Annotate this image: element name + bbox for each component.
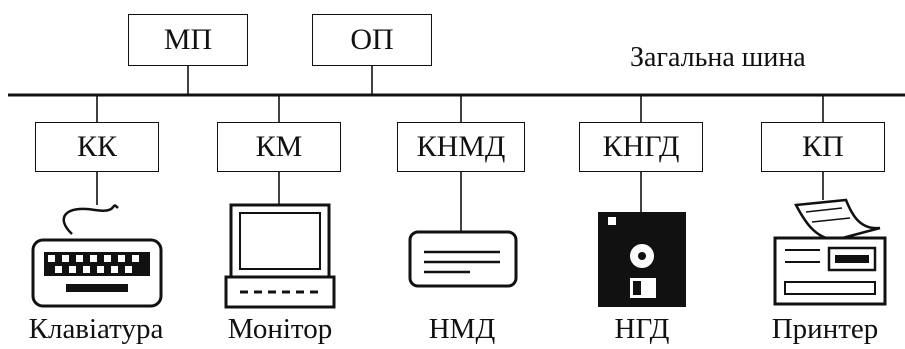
caption-printer: Принтер [771,313,879,345]
controller-kk: КК [35,122,159,172]
common-bus-label: Загальна шина [630,42,806,73]
controller-kp: КП [761,122,885,172]
caption-monitor: Монітор [227,313,333,345]
printer-icon [773,198,887,306]
monitor-icon [224,203,336,309]
hard-disk-icon [408,230,518,288]
floppy-disk-icon [598,212,686,307]
caption-floppy: НГД [614,313,670,345]
caption-keyboard: Клавіатура [28,313,164,345]
controller-kngd: КНГД [579,122,703,172]
controller-knmd: КНМД [397,122,525,172]
op-box: ОП [312,14,432,66]
mp-box: МП [128,14,248,66]
caption-hdd: НМД [428,313,496,345]
keyboard-icon [31,204,163,308]
controller-km: КМ [217,122,341,172]
